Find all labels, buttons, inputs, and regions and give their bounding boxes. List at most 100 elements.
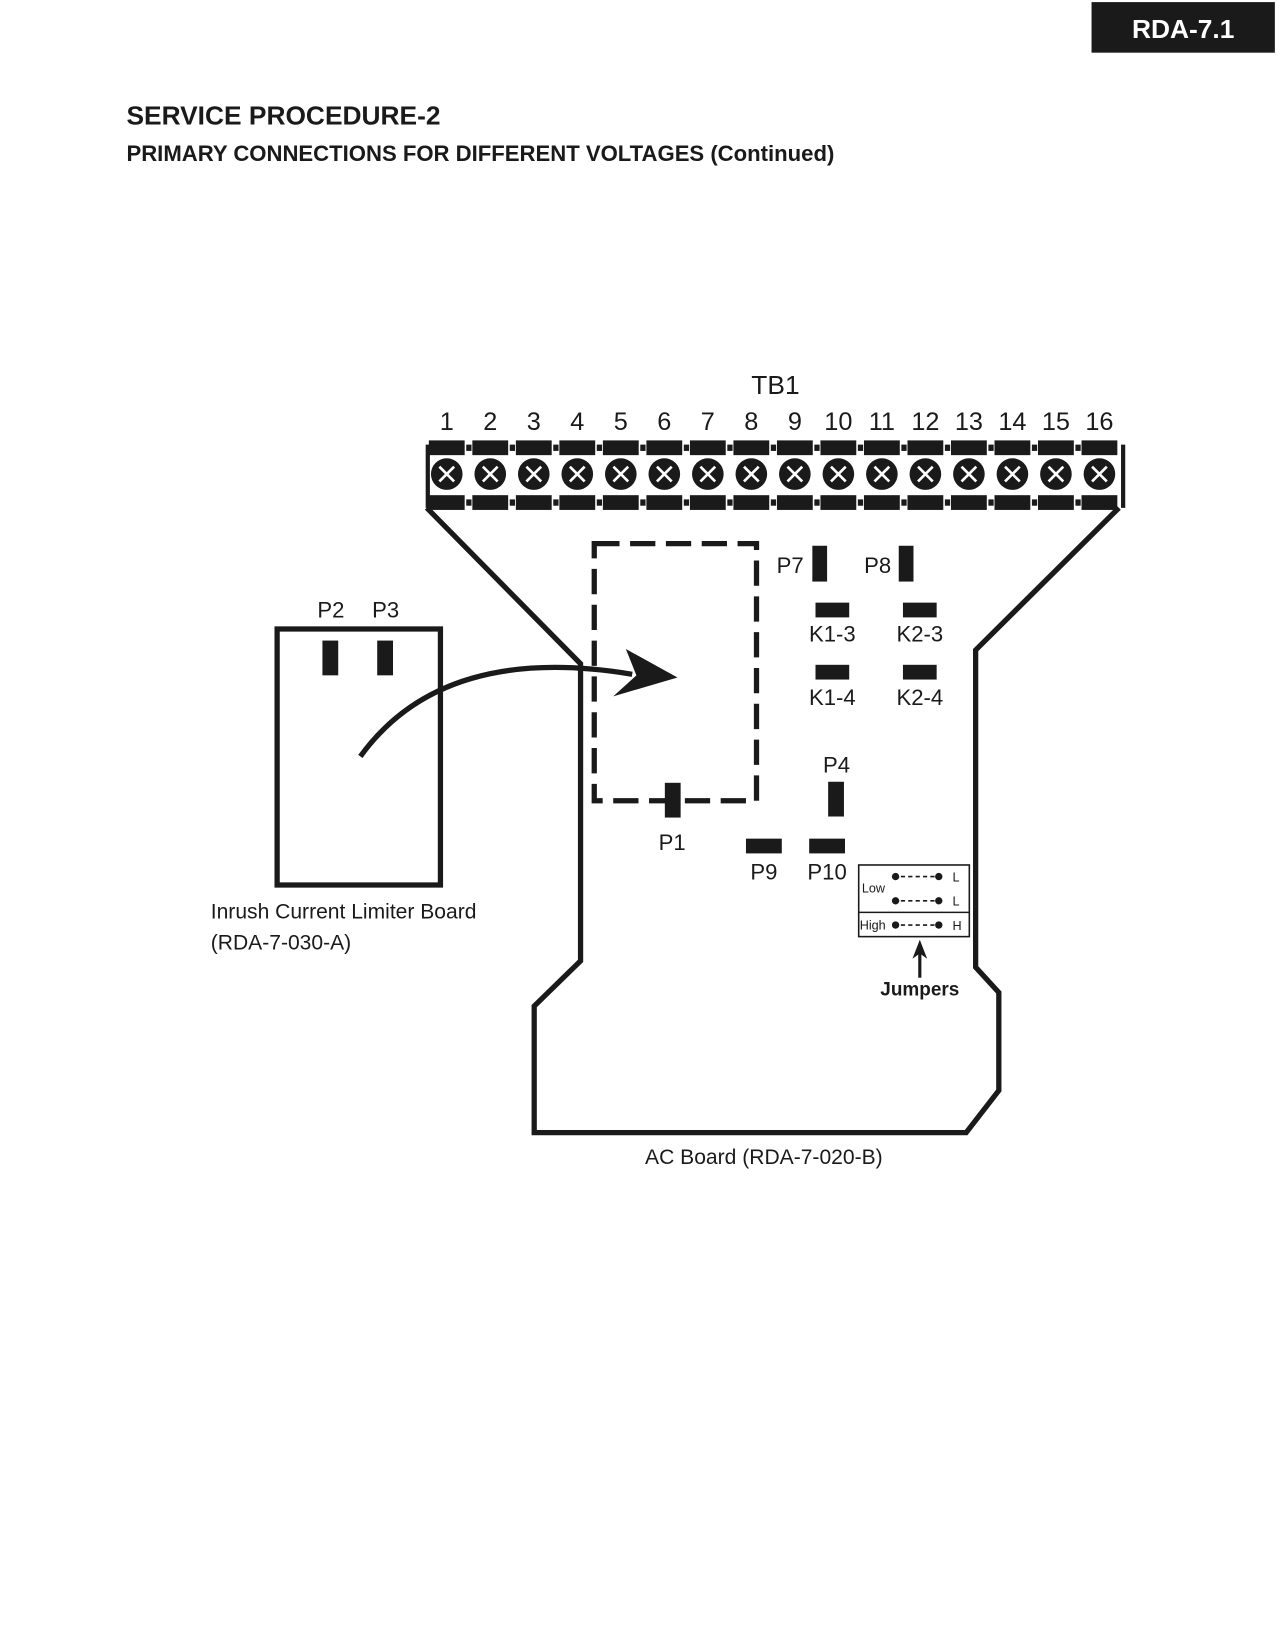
terminal-number: 15 xyxy=(1042,408,1070,436)
jumpers-arrow-head-icon xyxy=(912,939,928,959)
terminal-number: 13 xyxy=(955,408,983,436)
terminal-separator xyxy=(466,444,472,451)
terminal-top-pad xyxy=(994,440,1031,456)
terminal-bottom-pad xyxy=(863,495,900,510)
terminal-separator xyxy=(988,499,994,506)
terminal-separator xyxy=(944,499,951,506)
inrush-limiter-board: P2 P3 Inrush Current Limiter Board (RDA-… xyxy=(211,597,477,954)
terminal-number: 3 xyxy=(527,408,541,436)
connector-k2-3 xyxy=(902,602,937,618)
terminal-top-pad xyxy=(907,440,944,456)
connector-p2-label: P2 xyxy=(317,597,344,622)
terminal-bottom-pad xyxy=(472,495,509,510)
terminal-separator xyxy=(770,499,777,506)
terminal-top-pad xyxy=(602,440,639,456)
terminal-bottom-pad xyxy=(559,495,596,510)
terminal-block-label: TB1 xyxy=(751,370,799,400)
terminal-5: 5 xyxy=(602,408,646,510)
connector-p9-label: P9 xyxy=(750,860,777,885)
terminal-14: 14 xyxy=(994,408,1038,510)
screw-cross-icon xyxy=(830,465,847,483)
terminal-top-pad xyxy=(1038,440,1074,456)
terminal-top-pad xyxy=(428,440,465,456)
connector-p3-label: P3 xyxy=(372,597,399,622)
terminal-top-pad xyxy=(863,440,900,456)
mount-direction-arrow-head-icon xyxy=(613,649,678,697)
terminal-number: 2 xyxy=(483,408,497,436)
terminal-number: 5 xyxy=(614,408,628,436)
terminal-9: 9 xyxy=(776,408,820,510)
terminal-number: 9 xyxy=(788,408,802,436)
terminal-top-pad xyxy=(472,440,509,456)
jumper-end-label: H xyxy=(952,919,961,933)
terminal-separator xyxy=(509,444,516,451)
jumper-end-label: L xyxy=(952,870,959,884)
terminal-top-pad xyxy=(559,440,596,456)
terminal-number: 16 xyxy=(1085,408,1113,436)
terminal-separator xyxy=(727,499,733,506)
connector-p9 xyxy=(745,838,782,854)
screw-cross-icon xyxy=(873,465,891,483)
terminal-8: 8 xyxy=(733,408,777,510)
terminal-7: 7 xyxy=(689,408,733,510)
terminal-separator xyxy=(901,444,907,451)
jumper-pin-icon xyxy=(891,897,900,905)
terminal-separator xyxy=(509,499,516,506)
jumper-high-label: High xyxy=(860,918,886,932)
connector-k2-3-label: K2-3 xyxy=(896,622,943,647)
connector-k1-4-label: K1-4 xyxy=(809,685,856,710)
terminal-top-pad xyxy=(950,440,987,456)
jumper-end-label: L xyxy=(952,895,959,909)
jumper-box-frame xyxy=(857,864,971,938)
terminal-top-pad xyxy=(820,440,857,456)
limiter-board-label: Inrush Current Limiter Board xyxy=(211,901,477,924)
screw-cross-icon xyxy=(612,465,630,483)
connector-p4-label: P4 xyxy=(823,752,850,777)
terminal-bottom-pad xyxy=(820,495,857,510)
jumper-row: L xyxy=(891,895,959,909)
terminal-separator xyxy=(857,499,864,506)
jumper-pin-icon xyxy=(891,921,900,929)
connector-p3 xyxy=(377,640,394,676)
terminal-bottom-pad xyxy=(646,495,683,510)
jumper-low-label: Low xyxy=(862,881,886,895)
terminal-1: 1 xyxy=(428,408,472,510)
terminal-separator xyxy=(596,499,603,506)
jumper-settings-box: Low High LLH xyxy=(857,864,971,938)
connector-p2 xyxy=(322,640,339,676)
terminal-separator xyxy=(770,444,777,451)
jumper-row: L xyxy=(891,870,959,884)
terminal-separator xyxy=(988,444,994,451)
terminal-bottom-pad xyxy=(950,495,987,510)
jumper-pin-icon xyxy=(935,897,943,905)
terminal-number: 7 xyxy=(701,408,715,436)
terminal-separator xyxy=(944,444,951,451)
terminal-top-pad xyxy=(776,440,813,456)
terminal-bottom-pad xyxy=(994,495,1031,510)
terminal-separator xyxy=(683,499,690,506)
screw-cross-icon xyxy=(786,465,804,483)
terminal-number: 11 xyxy=(869,408,895,436)
screw-cross-icon xyxy=(481,465,499,483)
page-badge-background xyxy=(1091,2,1275,53)
terminal-separator xyxy=(640,444,646,451)
terminal-separator xyxy=(640,499,646,506)
screw-cross-icon xyxy=(1004,465,1021,483)
terminal-11: 11 xyxy=(863,408,907,510)
limiter-board-outline xyxy=(274,626,444,888)
terminal-separator xyxy=(1075,444,1081,451)
terminal-top-pad xyxy=(646,440,683,456)
terminal-top-pad xyxy=(733,440,770,456)
terminal-number: 14 xyxy=(998,408,1026,436)
terminal-15: 15 xyxy=(1038,408,1081,510)
terminal-2: 2 xyxy=(472,408,516,510)
terminal-number: 6 xyxy=(657,408,671,436)
limiter-mount-area xyxy=(591,541,760,804)
ac-board-label: AC Board (RDA-7-020-B) xyxy=(645,1146,883,1169)
page-title: SERVICE PROCEDURE-2 xyxy=(126,100,440,130)
terminal-separator xyxy=(1075,499,1081,506)
terminal-4: 4 xyxy=(559,408,603,510)
connector-p1 xyxy=(664,782,681,818)
terminal-bottom-pad xyxy=(1081,495,1118,510)
